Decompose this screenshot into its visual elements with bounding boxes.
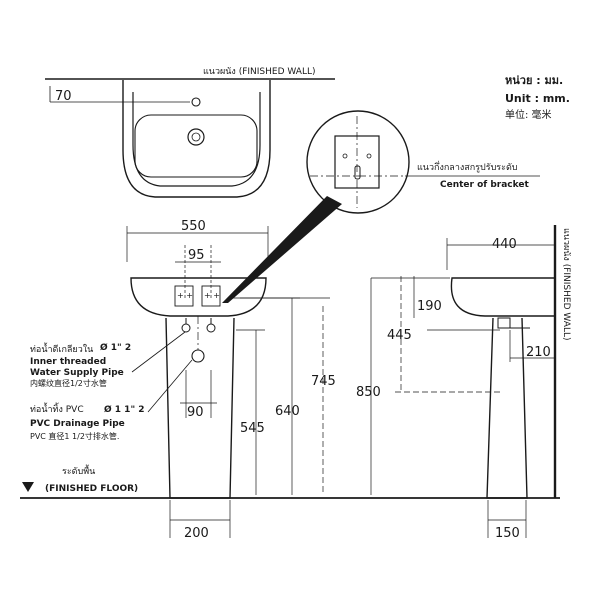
supply-pipe-left bbox=[181, 323, 191, 333]
supply-leader bbox=[131, 331, 186, 373]
side-view: แนวผนัง (FINISHED WALL) 440 190 445 210 … bbox=[387, 225, 571, 541]
supply-size: Ø 1" 2 bbox=[100, 342, 131, 353]
basin-front bbox=[130, 277, 267, 317]
dim-640-label: 640 bbox=[275, 404, 300, 419]
drain-thai: ท่อน้ำทิ้ง PVC bbox=[30, 402, 84, 415]
units-chinese: 单位: 毫米 bbox=[505, 108, 552, 121]
drain-pipe-front bbox=[191, 349, 205, 363]
trap-block bbox=[497, 317, 511, 329]
supply-english-2: Water Supply Pipe bbox=[30, 368, 124, 378]
pedestal-side bbox=[486, 317, 528, 499]
drain-leader bbox=[147, 359, 193, 413]
dim-150-label: 150 bbox=[495, 526, 520, 541]
drain-hole-inner bbox=[191, 132, 201, 142]
dim-70-label: 70 bbox=[55, 89, 72, 104]
dim-210-label: 210 bbox=[526, 345, 551, 360]
floor-thai: ระดับพื้น bbox=[62, 464, 95, 477]
drain-english: PVC Drainage Pipe bbox=[30, 419, 125, 429]
dim-545-label: 545 bbox=[240, 421, 265, 436]
bracket-english: Center of bracket bbox=[440, 180, 529, 190]
bracket-left-marks: + + bbox=[177, 291, 193, 300]
units-thai: หน่วย : มม. bbox=[505, 74, 563, 87]
dim-445-label: 445 bbox=[387, 328, 412, 343]
drain-chinese: PVC 直径1 1/2寸排水管. bbox=[30, 431, 119, 441]
drain-size: Ø 1 1" 2 bbox=[104, 404, 145, 415]
supply-thai: ท่อน้ำดีเกลียวใน bbox=[30, 342, 93, 355]
basin-side bbox=[450, 277, 555, 317]
floor-arrow bbox=[22, 482, 34, 492]
bracket-left bbox=[174, 285, 194, 307]
bracket-detail: แนวกึ่งกลางสกรูปรับระดับ Center of brack… bbox=[222, 110, 540, 303]
front-view: 550 95 + + + + 90 200 545 bbox=[30, 219, 450, 541]
tap-hole bbox=[191, 97, 201, 107]
top-wall-label: แนวผนัง (FINISHED WALL) bbox=[203, 67, 315, 77]
bracket-thai: แนวกึ่งกลางสกรูปรับระดับ bbox=[417, 160, 518, 173]
dim-850-label: 850 bbox=[356, 385, 381, 400]
floor-english: (FINISHED FLOOR) bbox=[45, 484, 138, 494]
supply-chinese: 内螺纹直径1/2寸水管 bbox=[30, 378, 107, 388]
dim-95-label: 95 bbox=[188, 248, 205, 263]
dim-745-label: 745 bbox=[311, 374, 336, 389]
detail-connector bbox=[222, 196, 342, 303]
bracket-slot bbox=[354, 165, 361, 180]
basin-bowl-top bbox=[134, 114, 258, 178]
dim-550-label: 550 bbox=[181, 219, 206, 234]
side-wall-label: แนวผนัง (FINISHED WALL) bbox=[561, 228, 571, 340]
bracket-hole-left bbox=[342, 153, 348, 159]
dim-90-label: 90 bbox=[187, 405, 204, 420]
detail-circle bbox=[306, 110, 410, 214]
dim-190-label: 190 bbox=[417, 299, 442, 314]
basin-outline-top bbox=[122, 80, 271, 198]
dim-440-label: 440 bbox=[492, 237, 517, 252]
top-view: แนวผนัง (FINISHED WALL) 70 bbox=[45, 67, 335, 198]
dim-200-label: 200 bbox=[184, 526, 209, 541]
supply-pipe-right bbox=[206, 323, 216, 333]
units-english: Unit : mm. bbox=[505, 92, 570, 105]
supply-english-1: Inner threaded bbox=[30, 357, 106, 367]
bracket-right bbox=[201, 285, 221, 307]
bracket-hole-right bbox=[366, 153, 372, 159]
drain-hole-top bbox=[187, 128, 205, 146]
bracket-right-marks: + + bbox=[204, 291, 220, 300]
floor: ระดับพื้น (FINISHED FLOOR) bbox=[20, 464, 560, 499]
units-block: หน่วย : มม. Unit : mm. 单位: 毫米 bbox=[505, 74, 570, 121]
